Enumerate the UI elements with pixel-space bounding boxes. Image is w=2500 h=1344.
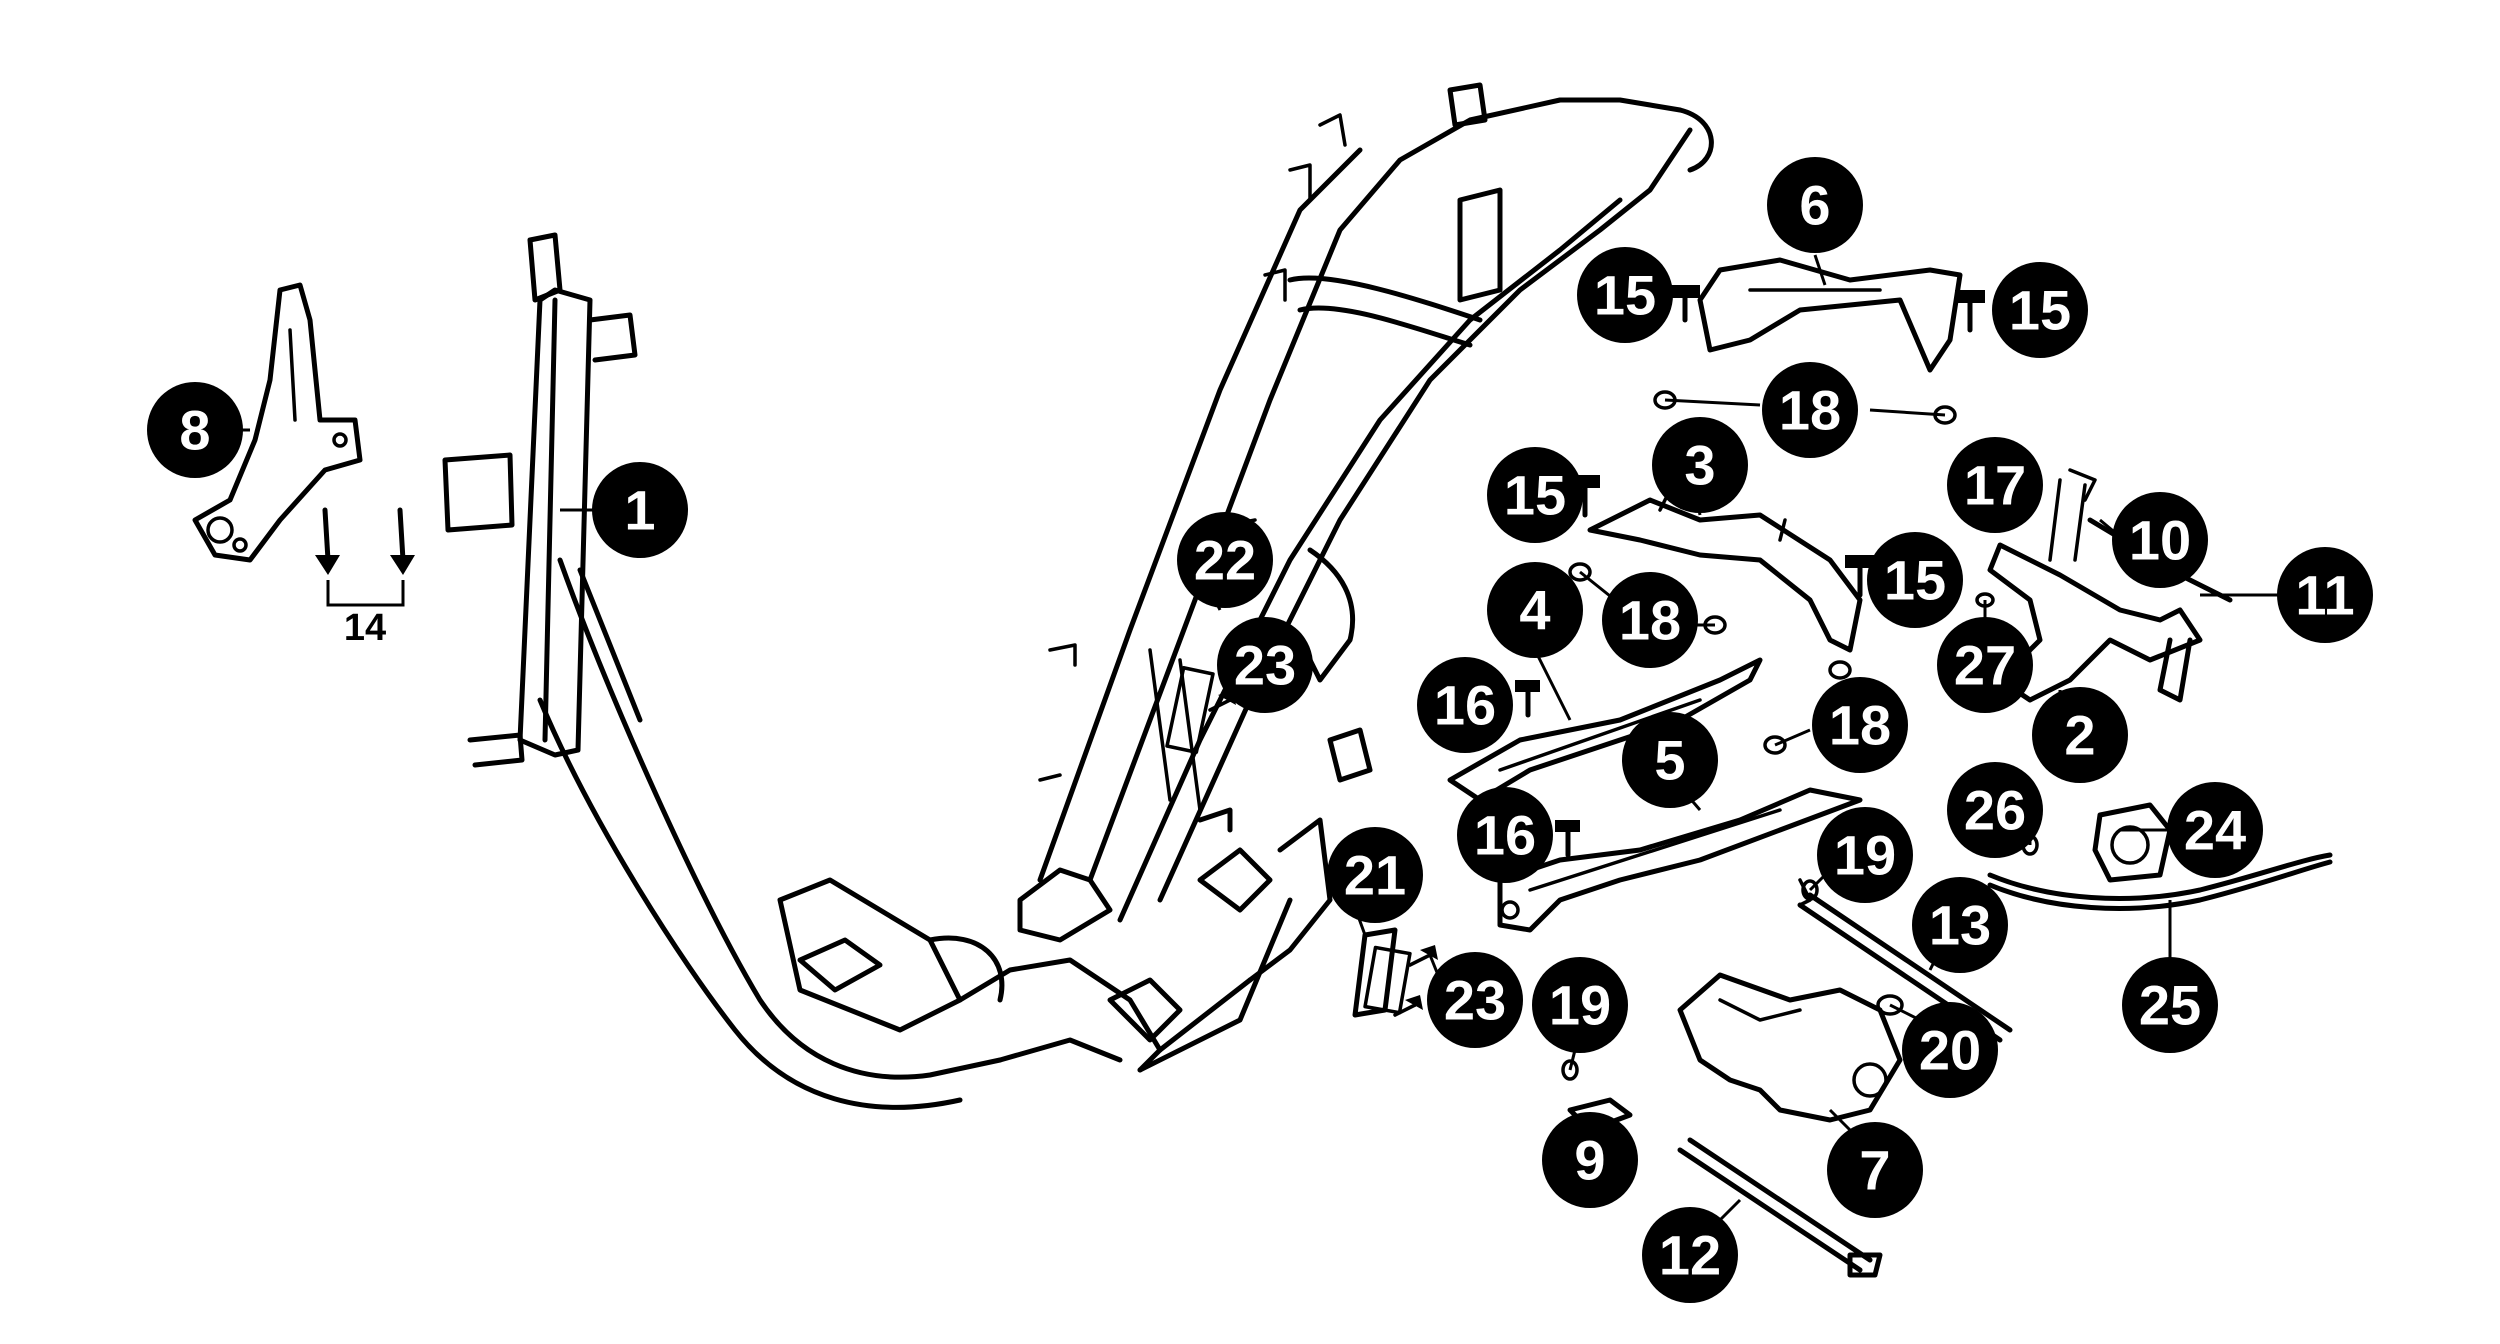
callout-11: 11 <box>2277 547 2373 643</box>
callout-18a: 18 <box>1762 362 1858 458</box>
parts-24-25-26-drawing <box>1987 802 2333 911</box>
svg-text:24: 24 <box>2184 799 2246 862</box>
svg-text:2: 2 <box>2064 704 2095 767</box>
callout-6: 6 <box>1767 157 1863 253</box>
callout-13: 13 <box>1912 877 2008 973</box>
callout-25: 25 <box>2122 957 2218 1053</box>
svg-text:13: 13 <box>1929 894 1991 957</box>
svg-text:23: 23 <box>1234 634 1296 697</box>
callout-23a: 23 <box>1217 617 1313 713</box>
main-frame-drawing <box>442 82 1714 1110</box>
callout-18b: 18 <box>1602 572 1698 668</box>
callout-17: 17 <box>1947 437 2043 533</box>
svg-text:9: 9 <box>1574 1129 1605 1192</box>
callout-27: 27 <box>1937 617 2033 713</box>
callout-10: 10 <box>2112 492 2208 588</box>
svg-text:27: 27 <box>1954 634 2016 697</box>
svg-text:16: 16 <box>1434 674 1496 737</box>
svg-text:11: 11 <box>2295 564 2354 627</box>
callout-15b: 15 <box>1992 262 2088 358</box>
svg-text:15: 15 <box>1884 549 1946 612</box>
svg-text:5: 5 <box>1654 729 1685 792</box>
svg-text:17: 17 <box>1964 454 2026 517</box>
callout-15d: 15 <box>1867 532 1963 628</box>
callout-26: 26 <box>1947 762 2043 858</box>
svg-text:23: 23 <box>1444 969 1506 1032</box>
callout-19b: 19 <box>1532 957 1628 1053</box>
svg-text:18: 18 <box>1779 379 1841 442</box>
svg-text:16: 16 <box>1474 804 1536 867</box>
callout-15c: 15 <box>1487 447 1583 543</box>
callout-2: 2 <box>2032 687 2128 783</box>
callout-8: 8 <box>147 382 243 478</box>
part-6-drawing <box>1697 257 1963 373</box>
svg-text:8: 8 <box>179 399 210 462</box>
svg-text:1: 1 <box>624 479 655 542</box>
part-5-drawing <box>1497 787 1863 933</box>
part-4-drawing <box>1447 657 1763 803</box>
callout-4: 4 <box>1487 562 1583 658</box>
callout-7: 7 <box>1827 1122 1923 1218</box>
parts-21-23-drawing <box>1208 690 1438 1018</box>
callout-19a: 19 <box>1817 807 1913 903</box>
svg-text:19: 19 <box>1834 824 1896 887</box>
svg-text:18: 18 <box>1619 589 1681 652</box>
svg-text:19: 19 <box>1549 974 1611 1037</box>
svg-text:3: 3 <box>1684 434 1715 497</box>
svg-text:10: 10 <box>2129 509 2191 572</box>
callout-15a: 15 <box>1577 247 1673 343</box>
svg-text:6: 6 <box>1799 174 1830 237</box>
callout-1: 1 <box>592 462 688 558</box>
svg-text:26: 26 <box>1964 779 2026 842</box>
callout-9: 9 <box>1542 1112 1638 1208</box>
svg-text:22: 22 <box>1194 529 1256 592</box>
svg-text:18: 18 <box>1829 694 1891 757</box>
callout-23b: 23 <box>1427 952 1523 1048</box>
svg-text:20: 20 <box>1919 1019 1981 1082</box>
svg-text:15: 15 <box>1504 464 1566 527</box>
svg-text:4: 4 <box>1519 579 1550 642</box>
bolts-15-drawing <box>1570 285 1985 598</box>
callout-20: 20 <box>1902 1002 1998 1098</box>
callout-12: 12 <box>1642 1207 1738 1303</box>
callout-3: 3 <box>1652 417 1748 513</box>
part-14-drawing <box>315 507 415 607</box>
svg-text:25: 25 <box>2139 974 2201 1037</box>
callout-21: 21 <box>1327 827 1423 923</box>
part-14-label: 14 <box>344 607 386 649</box>
callout-18c: 18 <box>1812 677 1908 773</box>
callout-16b: 16 <box>1457 787 1553 883</box>
bolts-16-drawing <box>1515 680 1580 858</box>
callout-24: 24 <box>2167 782 2263 878</box>
callout-5: 5 <box>1622 712 1718 808</box>
callout-16a: 16 <box>1417 657 1513 753</box>
svg-text:15: 15 <box>2009 279 2071 342</box>
callout-22: 22 <box>1177 512 1273 608</box>
svg-text:12: 12 <box>1659 1224 1721 1287</box>
part-8-drawing <box>192 282 363 563</box>
svg-text:21: 21 <box>1344 844 1406 907</box>
svg-text:15: 15 <box>1594 264 1656 327</box>
svg-text:7: 7 <box>1859 1139 1890 1202</box>
